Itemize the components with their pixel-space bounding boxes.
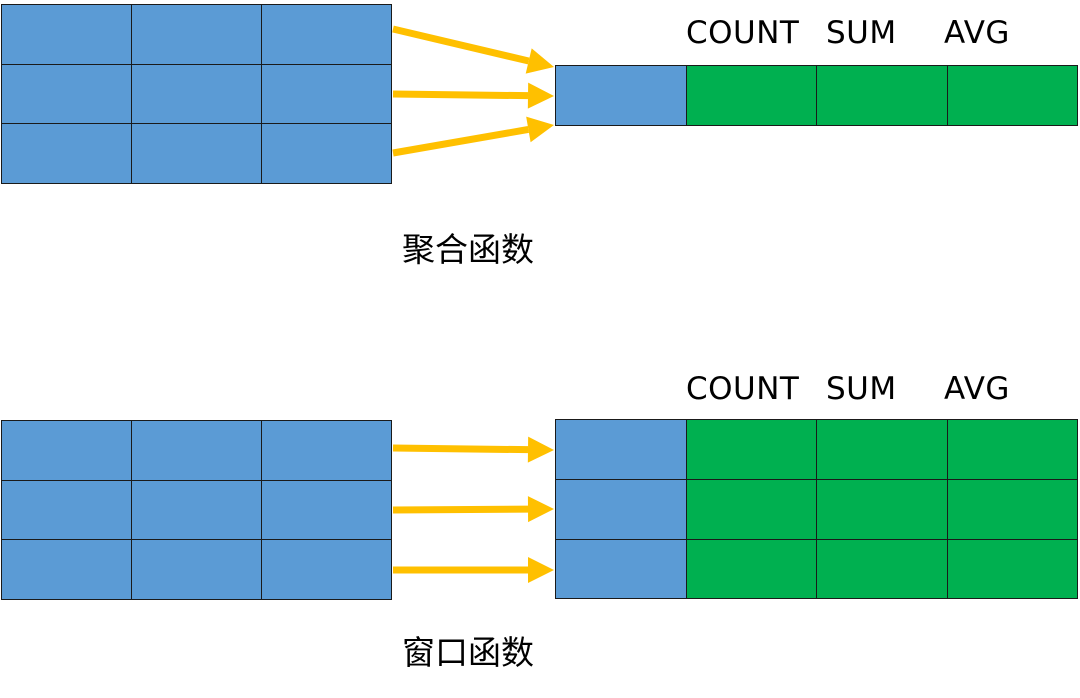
window-caption: 窗口函数 <box>402 633 534 672</box>
aggregate-output-cell-r1-c1 <box>555 65 687 126</box>
window-output-cell-r1-c3 <box>816 419 948 480</box>
window-output-cell-r3-c4 <box>946 538 1078 600</box>
window-input-cell-r1-c1 <box>1 420 132 481</box>
aggregate-output-cell-r1-c3 <box>816 65 948 126</box>
aggregate-input-table <box>1 4 392 184</box>
aggregate-output-cell-r1-c2 <box>685 65 817 126</box>
window-header-count: COUNT <box>686 371 800 407</box>
window-input-cell-r1-c2 <box>131 420 262 481</box>
window-arrow-2 <box>392 496 554 523</box>
window-input-cell-r3-c2 <box>131 539 262 600</box>
window-arrow-1 <box>392 436 554 463</box>
window-output-cell-r2-c1 <box>555 478 687 540</box>
window-output-table <box>555 419 1078 600</box>
aggregate-output-cell-r1-c4 <box>946 65 1078 126</box>
aggregate-header-count: COUNT <box>686 15 800 51</box>
aggregate-input-cell-r2-c3 <box>261 63 392 124</box>
window-output-cell-r3-c1 <box>555 538 687 600</box>
aggregate-caption: 聚合函数 <box>402 230 534 269</box>
aggregate-input-cell-r2-c1 <box>1 63 132 124</box>
window-output-cell-r3-c2 <box>685 538 817 600</box>
window-output-cell-r1-c1 <box>555 419 687 480</box>
window-output-cell-r2-c3 <box>816 478 948 540</box>
window-output-cell-r3-c3 <box>816 538 948 600</box>
window-output-cell-r2-c4 <box>946 478 1078 540</box>
aggregate-input-cell-r3-c2 <box>131 123 262 184</box>
window-input-cell-r3-c3 <box>261 539 392 600</box>
window-header-sum: SUM <box>826 371 897 407</box>
window-output-cell-r2-c2 <box>685 478 817 540</box>
window-input-table <box>1 420 392 600</box>
aggregate-input-cell-r1-c2 <box>131 4 262 65</box>
window-output-cell-r1-c2 <box>685 419 817 480</box>
aggregate-input-cell-r3-c3 <box>261 123 392 184</box>
window-arrow-3 <box>393 557 554 583</box>
aggregate-arrow-2 <box>392 82 554 109</box>
aggregate-input-cell-r3-c1 <box>1 123 132 184</box>
aggregate-header-sum: SUM <box>826 15 897 51</box>
window-output-cell-r1-c4 <box>946 419 1078 480</box>
aggregate-arrow-3 <box>392 116 554 157</box>
aggregate-arrow-1 <box>392 25 554 74</box>
aggregate-input-cell-r1-c1 <box>1 4 132 65</box>
aggregate-output-row <box>555 65 1078 126</box>
window-header-avg: AVG <box>944 371 1010 407</box>
aggregate-header-avg: AVG <box>944 15 1010 51</box>
